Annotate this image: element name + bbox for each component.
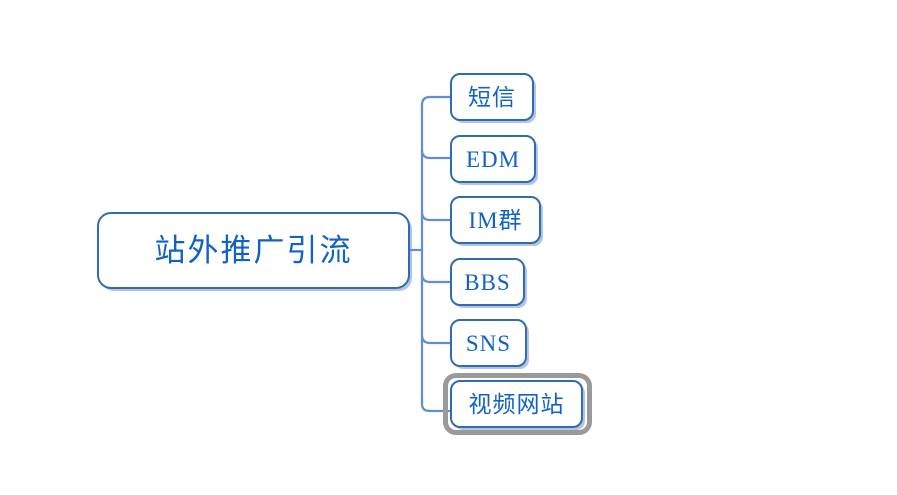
connector-branch-edm — [420, 149, 450, 160]
node-sms[interactable]: 短信 — [450, 73, 534, 121]
node-sns-label: SNS — [465, 330, 512, 356]
node-root[interactable]: 站外推广引流 — [97, 212, 410, 289]
node-edm[interactable]: EDM — [450, 135, 536, 183]
node-im-group-label: IM群 — [468, 207, 523, 233]
node-im-group[interactable]: IM群 — [450, 196, 541, 244]
node-sns[interactable]: SNS — [450, 319, 527, 367]
node-bbs-label: BBS — [464, 269, 511, 295]
selection-frame — [443, 373, 592, 435]
node-bbs[interactable]: BBS — [450, 258, 525, 306]
connector-branch-bbs — [420, 273, 450, 284]
node-video-site[interactable]: 视频网站 — [450, 380, 583, 428]
node-edm-label: EDM — [465, 146, 521, 172]
connector-branch-sns — [420, 334, 450, 345]
node-root-label: 站外推广引流 — [154, 233, 353, 268]
node-video-site-label: 视频网站 — [468, 391, 565, 417]
node-sms-label: 短信 — [468, 84, 516, 110]
connector-branch-imgroup — [420, 211, 450, 222]
connector-branch-sms — [420, 95, 450, 113]
